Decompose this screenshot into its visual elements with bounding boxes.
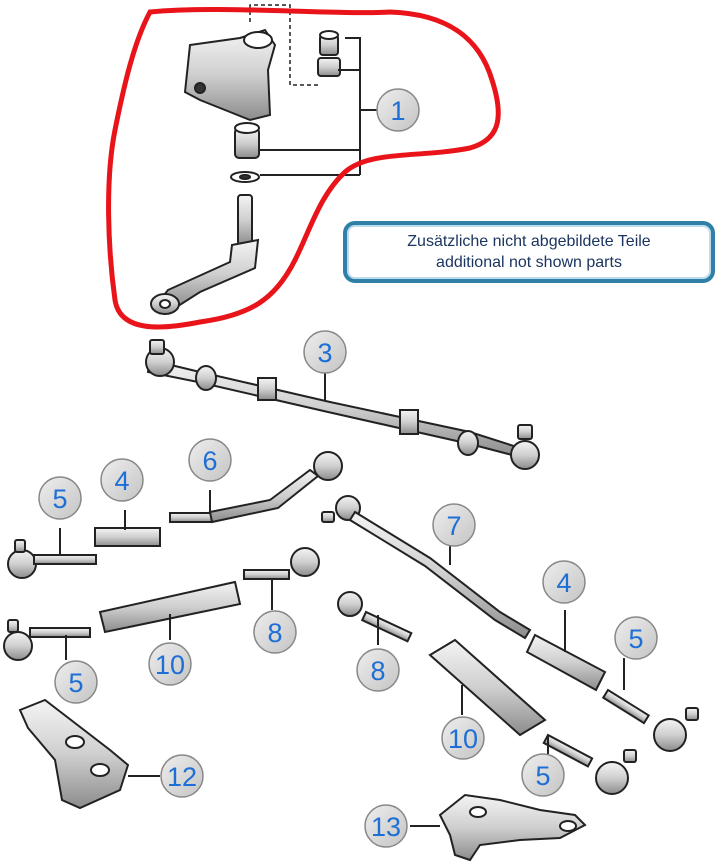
idler-arm-assembly — [150, 4, 378, 315]
svg-text:3: 3 — [317, 338, 332, 368]
callout-12: 12 — [160, 754, 204, 798]
callout-1: 1 — [376, 88, 420, 132]
callout-3: 3 — [303, 330, 347, 374]
callout-13: 13 — [364, 804, 408, 848]
bracket-13 — [410, 793, 587, 862]
callout-4-upper-left: 4 — [100, 458, 144, 502]
callout-6: 6 — [188, 438, 232, 482]
callout-5-lower-left: 5 — [54, 660, 98, 704]
svg-text:7: 7 — [446, 511, 461, 541]
svg-text:4: 4 — [556, 568, 571, 598]
center-link — [145, 339, 540, 470]
svg-text:5: 5 — [535, 761, 550, 791]
highlight-outline — [106, 6, 501, 330]
tie-rod-lower-right — [337, 591, 637, 795]
callout-7: 7 — [432, 503, 476, 547]
svg-text:4: 4 — [114, 466, 129, 496]
svg-text:10: 10 — [155, 650, 185, 680]
svg-text:1: 1 — [390, 96, 405, 126]
callout-10-middle: 10 — [148, 642, 192, 686]
callout-5-right: 5 — [614, 616, 658, 660]
bracket-12 — [18, 698, 160, 810]
note-line-english: additional not shown parts — [436, 254, 622, 271]
callout-5-lower-right: 5 — [521, 753, 565, 797]
svg-text:5: 5 — [52, 484, 67, 514]
callout-8-lower: 8 — [356, 648, 400, 692]
note-line-german: Zusätzliche nicht abgebildete Teile — [407, 233, 651, 250]
svg-text:6: 6 — [202, 446, 217, 476]
additional-parts-note: Zusätzliche nicht abgebildete Teile addi… — [343, 221, 715, 283]
svg-text:10: 10 — [448, 724, 478, 754]
tie-rod-upper-left — [7, 451, 343, 579]
callout-8-middle: 8 — [253, 610, 297, 654]
svg-text:13: 13 — [371, 812, 401, 842]
tie-rod-right — [321, 495, 699, 752]
svg-text:12: 12 — [167, 762, 197, 792]
svg-text:5: 5 — [68, 668, 83, 698]
svg-text:5: 5 — [628, 624, 643, 654]
tie-rod-middle-left — [3, 547, 320, 661]
svg-text:8: 8 — [267, 618, 282, 648]
callout-4-right: 4 — [542, 560, 586, 604]
callout-10-lower: 10 — [441, 716, 485, 760]
callout-5-upper-left: 5 — [38, 476, 82, 520]
svg-text:8: 8 — [370, 656, 385, 686]
